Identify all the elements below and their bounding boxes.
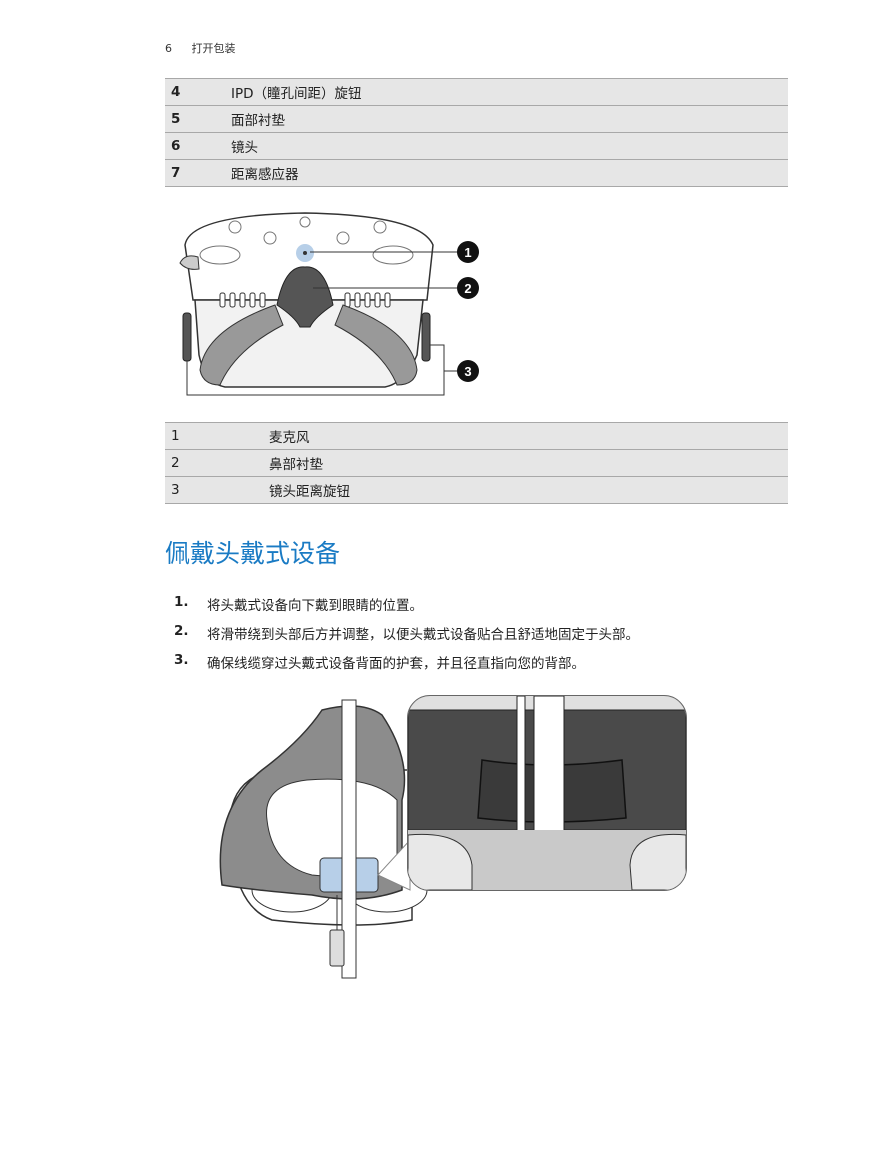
lens-distance-knob-right — [421, 312, 431, 362]
callout-2-label: 2 — [464, 281, 471, 296]
cable — [341, 699, 357, 979]
part-number: 2 — [165, 449, 263, 477]
part-label: 鼻部衬垫 — [263, 449, 788, 477]
part-label: 距离感应器 — [225, 159, 788, 187]
part-number: 1 — [165, 422, 263, 450]
nose-pad — [276, 266, 334, 328]
lens-distance-knob-left — [182, 312, 192, 362]
part-label: 面部衬垫 — [225, 105, 788, 133]
part-label: 镜头 — [225, 132, 788, 160]
callout-3 — [457, 360, 479, 382]
section-title: 佩戴头戴式设备 — [165, 539, 341, 568]
part-label: IPD（瞳孔间距）旋钮 — [225, 78, 788, 106]
part-number: 5 — [165, 105, 225, 133]
part-number: 7 — [165, 159, 225, 187]
callout-1-label: 1 — [464, 245, 471, 260]
step-number: 3. — [174, 652, 189, 668]
callout-2 — [457, 277, 479, 299]
step-number: 1. — [174, 594, 189, 610]
headset-front-figure: 1 2 3 — [179, 212, 479, 396]
part-number: 3 — [165, 476, 263, 504]
part-label: 麦克风 — [263, 422, 788, 450]
page-header: 6 打开包装 — [165, 40, 236, 56]
callout-1 — [457, 241, 479, 263]
list-item: 1. 将头戴式设备向下戴到眼睛的位置。 — [165, 594, 639, 623]
part-number: 4 — [165, 78, 225, 106]
step-text: 将头戴式设备向下戴到眼睛的位置。 — [207, 598, 423, 614]
page-number: 6 — [165, 42, 172, 55]
steps-list: 1. 将头戴式设备向下戴到眼睛的位置。 2. 将滑带绕到头部后方并调整，以便头戴式设… — [165, 594, 639, 681]
list-item: 2. 将滑带绕到头部后方并调整，以便头戴式设备贴合且舒适地固定于头部。 — [165, 623, 639, 652]
step-text: 确保线缆穿过头戴式设备背面的护套，并且径直指向您的背部。 — [207, 656, 585, 672]
step-number: 2. — [174, 623, 189, 639]
callout-3-label: 3 — [464, 364, 471, 379]
step-text: 将滑带绕到头部后方并调整，以便头戴式设备贴合且舒适地固定于头部。 — [207, 627, 639, 643]
list-item: 3. 确保线缆穿过头戴式设备背面的护套，并且径直指向您的背部。 — [165, 652, 639, 681]
part-label: 镜头距离旋钮 — [263, 476, 788, 504]
headset-back-figure — [219, 695, 687, 979]
section-name: 打开包装 — [191, 42, 236, 55]
part-number: 6 — [165, 132, 225, 160]
